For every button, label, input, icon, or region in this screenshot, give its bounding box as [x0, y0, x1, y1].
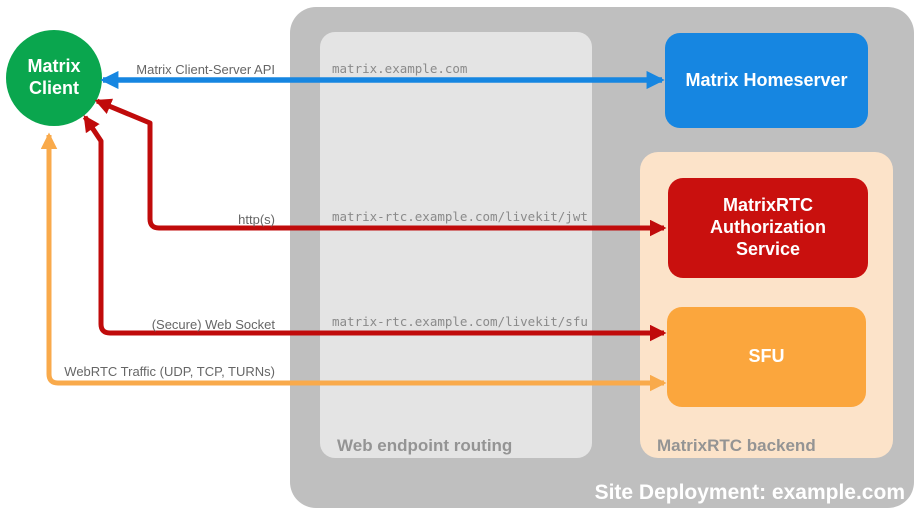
web-endpoint-routing-box: [320, 32, 592, 458]
matrixrtc-backend-label: MatrixRTC backend: [657, 436, 816, 455]
connection-label-web-socket: (Secure) Web Socket: [151, 317, 275, 332]
node-matrix-client: Matrix Client: [6, 30, 102, 126]
endpoint-url-homeserver: matrix.example.com: [332, 61, 468, 76]
node-matrix-homeserver: Matrix Homeserver: [665, 33, 868, 128]
endpoint-url-livekit-sfu: matrix-rtc.example.com/livekit/sfu: [332, 314, 588, 329]
web-endpoint-routing-label: Web endpoint routing: [337, 436, 513, 455]
connection-label-https: http(s): [238, 212, 275, 227]
node-label: MatrixRTC Authorization Service: [710, 195, 826, 259]
connection-label-webrtc-traffic: WebRTC Traffic (UDP, TCP, TURNs): [64, 364, 275, 379]
endpoint-url-livekit-jwt: matrix-rtc.example.com/livekit/jwt: [332, 209, 588, 224]
site-deployment-label: Site Deployment: example.com: [594, 481, 905, 504]
node-label: SFU: [748, 346, 785, 367]
node-matrixrtc-authorization-service: MatrixRTC Authorization Service: [668, 178, 868, 278]
connection-label-client-server-api: Matrix Client-Server API: [136, 62, 275, 77]
node-label: Matrix Homeserver: [685, 69, 848, 90]
node-sfu: SFU: [667, 307, 866, 407]
node-label: Matrix Client: [27, 56, 81, 98]
